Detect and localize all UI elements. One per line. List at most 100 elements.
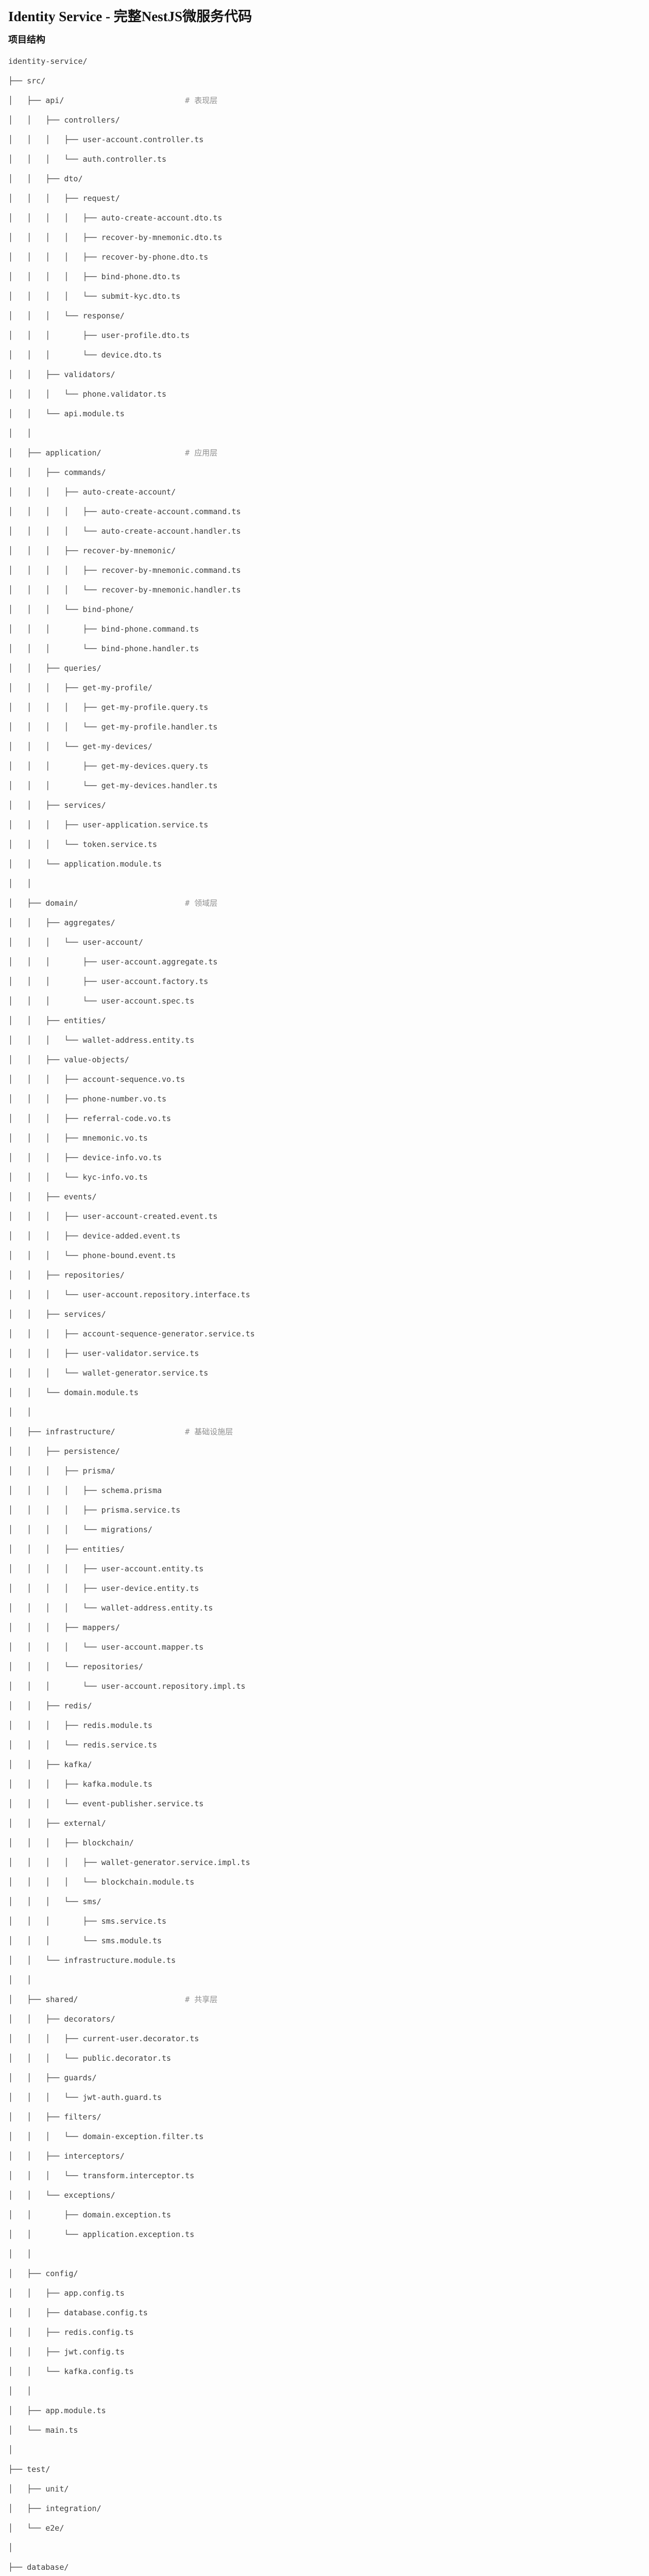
tree-line: │ │ ├── database.config.ts [8,2308,148,2318]
tree-line: │ │ ├── services/ [8,1310,106,1319]
tree-line: │ │ │ │ └── auto-create-account.handler.… [8,527,241,536]
tree-comment: # 领域层 [185,899,218,908]
tree-line: │ │ [8,879,32,889]
tree-line: │ │ ├── external/ [8,1819,106,1828]
tree-line: │ │ │ ├── user-account.aggregate.ts [8,957,218,967]
tree-line: │ │ │ ├── entities/ [8,1545,125,1554]
tree-line: │ │ │ └── jwt-auth.guard.ts [8,2093,162,2103]
tree-line: │ │ ├── aggregates/ [8,918,115,928]
tree-line: │ │ │ ├── current-user.decorator.ts [8,2034,199,2044]
tree-line: ├── database/ [8,2563,69,2572]
tree-line: │ │ ├── value-objects/ [8,1055,129,1065]
tree-line: │ │ ├── redis.config.ts [8,2328,134,2337]
tree-entry-text: │ ├── application/ [8,448,185,458]
tree-line: │ │ │ │ ├── user-device.entity.ts [8,1584,199,1594]
tree-line: │ │ │ └── transform.interceptor.ts [8,2171,195,2181]
tree-entry-text: │ ├── domain/ [8,899,185,908]
tree-line: │ │ ├── jwt.config.ts [8,2347,125,2357]
tree-line: │ │ │ └── user-account.repository.impl.t… [8,1682,246,1691]
tree-line: │ │ ├── filters/ [8,2112,101,2122]
tree-line: │ │ │ ├── mappers/ [8,1623,120,1633]
tree-line: │ │ │ │ └── submit-kyc.dto.ts [8,292,181,301]
tree-line: │ │ │ │ ├── bind-phone.dto.ts [8,272,181,282]
tree-line: │ │ ├── domain.exception.ts [8,2210,172,2220]
tree-line: │ [8,2445,13,2455]
tree-comment: # 表现层 [185,96,218,106]
tree-line: │ │ │ └── sms/ [8,1897,101,1907]
tree-line: │ │ │ ├── blockchain/ [8,1838,134,1848]
tree-line: │ │ ├── events/ [8,1192,97,1202]
tree-line: │ │ ├── entities/ [8,1016,106,1026]
tree-line: │ │ │ ├── referral-code.vo.ts [8,1114,172,1124]
tree-line: │ │ │ ├── account-sequence.vo.ts [8,1075,185,1084]
tree-line: │ │ └── infrastructure.module.ts [8,1956,176,1965]
tree-line: │ │ │ ├── sms.service.ts [8,1917,167,1926]
tree-line: │ │ ├── kafka/ [8,1760,92,1770]
tree-line: │ │ ├── queries/ [8,664,101,673]
tree-line: │ │ ├── app.config.ts [8,2289,125,2298]
tree-entry-text: │ ├── shared/ [8,1995,185,2005]
tree-line: │ │ │ └── bind-phone/ [8,605,134,615]
tree-line: │ │ │ ├── request/ [8,194,120,204]
tree-line: │ │ │ │ └── wallet-address.entity.ts [8,1603,213,1613]
tree-line: │ │ │ ├── mnemonic.vo.ts [8,1133,148,1143]
tree-line: │ ├── integration/ [8,2504,101,2514]
tree-line: │ │ │ └── repositories/ [8,1662,143,1672]
page-title: Identity Service - 完整NestJS微服务代码 [8,9,252,24]
tree-line: │ ├── shared/ # 共享层 [8,1990,637,2009]
tree-line: │ │ │ │ ├── wallet-generator.service.imp… [8,1858,250,1868]
tree-line: │ │ │ └── event-publisher.service.ts [8,1799,204,1809]
tree-line: │ │ │ │ ├── user-account.entity.ts [8,1564,204,1574]
tree-line: │ │ │ │ └── user-account.mapper.ts [8,1642,204,1652]
tree-line: │ │ │ └── phone-bound.event.ts [8,1251,176,1261]
tree-line: │ │ └── kafka.config.ts [8,2367,134,2377]
tree-line: │ ├── config/ [8,2269,78,2279]
tree-line: │ │ │ │ └── recover-by-mnemonic.handler.… [8,585,241,595]
file-tree: identity-service/├── src/│ ├── api/ # 表现… [8,52,637,2576]
tree-entry-text: │ ├── api/ [8,96,185,106]
tree-entry-text: │ ├── infrastructure/ [8,1427,185,1437]
tree-line: │ [8,2543,13,2553]
tree-line: │ │ │ └── get-my-devices/ [8,742,152,752]
tree-line: │ │ │ │ ├── recover-by-mnemonic.command.… [8,566,241,575]
tree-line: │ │ ├── validators/ [8,370,115,380]
tree-line: │ │ │ ├── recover-by-mnemonic/ [8,546,176,556]
tree-line: │ │ │ │ ├── get-my-profile.query.ts [8,703,209,713]
tree-comment: # 基础设施层 [185,1427,233,1437]
tree-line: │ │ │ │ ├── auto-create-account.command.… [8,507,241,517]
tree-line: │ │ [8,2386,32,2396]
tree-line: │ ├── unit/ [8,2484,69,2494]
tree-line: │ │ │ └── auth.controller.ts [8,155,167,164]
tree-line: │ │ │ ├── account-sequence-generator.ser… [8,1329,255,1339]
tree-line: │ │ └── domain.module.ts [8,1388,139,1398]
tree-line: │ │ │ ├── user-profile.dto.ts [8,331,190,341]
tree-line: │ │ └── application.exception.ts [8,2230,195,2240]
tree-line: │ └── main.ts [8,2426,78,2435]
tree-line: │ │ │ └── bind-phone.handler.ts [8,644,199,654]
tree-line: │ │ [8,429,32,438]
tree-line: │ ├── domain/ # 领域层 [8,893,637,913]
tree-line: │ │ │ ├── redis.module.ts [8,1721,152,1731]
tree-line: │ ├── infrastructure/ # 基础设施层 [8,1422,637,1442]
tree-line: │ │ │ ├── user-application.service.ts [8,820,209,830]
tree-line: │ │ │ │ ├── schema.prisma [8,1486,162,1496]
tree-line: │ │ │ └── device.dto.ts [8,350,162,360]
tree-line: │ │ │ └── phone.validator.ts [8,389,167,399]
tree-line: │ │ ├── redis/ [8,1701,92,1711]
tree-line: │ │ │ └── domain-exception.filter.ts [8,2132,204,2142]
tree-line: │ │ │ └── user-account.spec.ts [8,996,195,1006]
tree-line: │ │ ├── controllers/ [8,115,120,125]
tree-line: │ │ │ ├── user-account.factory.ts [8,977,209,987]
tree-line: │ │ [8,2249,32,2259]
tree-line: │ │ │ │ ├── prisma.service.ts [8,1505,181,1515]
tree-line: │ │ │ │ ├── auto-create-account.dto.ts [8,213,223,223]
tree-line: │ │ │ │ └── get-my-profile.handler.ts [8,722,218,732]
tree-line: identity-service/ [8,57,88,66]
tree-line: │ │ [8,1975,32,1985]
tree-line: │ │ │ └── sms.module.ts [8,1936,162,1946]
tree-line: │ │ └── api.module.ts [8,409,125,419]
tree-line: │ │ │ └── kyc-info.vo.ts [8,1173,148,1182]
tree-line: │ │ │ ├── user-validator.service.ts [8,1349,199,1359]
tree-line: │ ├── api/ # 表现层 [8,91,637,110]
